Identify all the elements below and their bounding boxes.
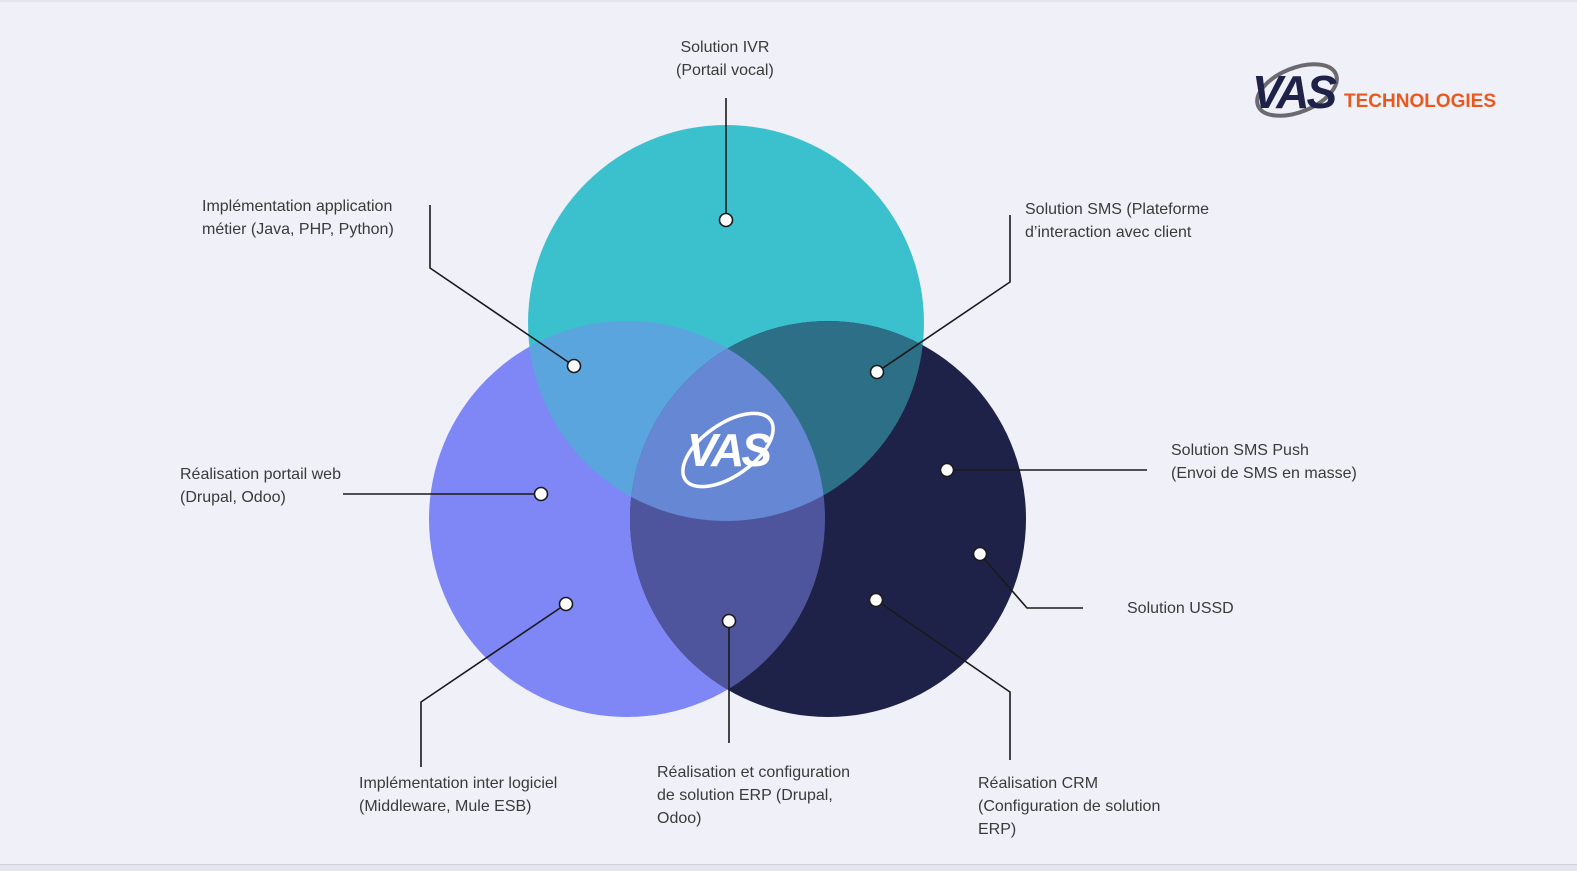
label-erp: Réalisation et configuration de solution…: [657, 761, 850, 830]
label-sms: Solution SMS (Plateforme d’interaction a…: [1025, 198, 1209, 244]
label-web-line2: (Drupal, Odoo): [180, 489, 286, 506]
connector-ussd: [979, 553, 1083, 609]
label-crm-line2: (Configuration de solution: [978, 798, 1161, 815]
dot-ivr: [718, 212, 734, 228]
label-app: Implémentation application métier (Java,…: [202, 195, 394, 241]
connector-sms: [876, 215, 1011, 373]
label-middleware-line2: (Middleware, Mule ESB): [359, 798, 532, 815]
top-divider: [0, 0, 1577, 2]
logo-swoosh-icon: [1255, 62, 1339, 118]
label-sms-line2: d’interaction avec client: [1025, 224, 1192, 241]
bottom-divider: [0, 864, 1577, 871]
center-logo: VAS: [681, 411, 775, 489]
label-app-line1: Implémentation application: [202, 198, 393, 215]
connector-middleware: [420, 603, 567, 767]
dot-middleware: [558, 596, 574, 612]
label-erp-line1: Réalisation et configuration: [657, 764, 851, 781]
logo-word: TECHNOLOGIES: [1344, 91, 1496, 112]
label-erp-line3: Odoo): [657, 810, 702, 827]
label-crm: Réalisation CRM (Configuration de soluti…: [978, 772, 1160, 841]
dot-smspush: [939, 462, 955, 478]
label-sms-line1: Solution SMS (Plateforme: [1025, 201, 1210, 218]
connector-lines: [343, 98, 1147, 767]
label-web: Réalisation portail web (Drupal, Odoo): [180, 463, 341, 509]
dot-sms: [869, 364, 885, 380]
dot-web: [533, 486, 549, 502]
label-ivr: Solution IVR (Portail vocal): [676, 36, 774, 82]
label-ivr-line1: Solution IVR: [680, 39, 770, 56]
dot-ussd: [972, 546, 988, 562]
dot-app: [566, 358, 582, 374]
vas-technologies-logo: VAS TECHNOLOGIES: [1250, 56, 1510, 130]
label-ivr-line2: (Portail vocal): [676, 62, 774, 79]
dot-crm: [868, 592, 884, 608]
label-erp-line2: de solution ERP (Drupal,: [657, 787, 833, 804]
label-app-line2: métier (Java, PHP, Python): [202, 221, 394, 238]
connector-app: [429, 205, 575, 367]
label-ussd-line1: Solution USSD: [1127, 600, 1234, 617]
label-crm-line1: Réalisation CRM: [978, 775, 1099, 792]
label-ussd: Solution USSD: [1127, 597, 1234, 620]
label-smspush-line2: (Envoi de SMS en masse): [1171, 465, 1357, 482]
connector-crm: [875, 599, 1011, 760]
label-middleware: Implémentation inter logiciel (Middlewar…: [359, 772, 557, 818]
logo-letters: VAS: [1252, 66, 1337, 118]
dot-erp: [721, 613, 737, 629]
label-middleware-line1: Implémentation inter logiciel: [359, 775, 558, 792]
label-smspush-line1: Solution SMS Push: [1171, 442, 1309, 459]
center-logo-text: VAS: [687, 424, 772, 476]
label-web-line1: Réalisation portail web: [180, 466, 341, 483]
label-crm-line3: ERP): [978, 821, 1017, 838]
label-smspush: Solution SMS Push (Envoi de SMS en masse…: [1171, 439, 1357, 485]
